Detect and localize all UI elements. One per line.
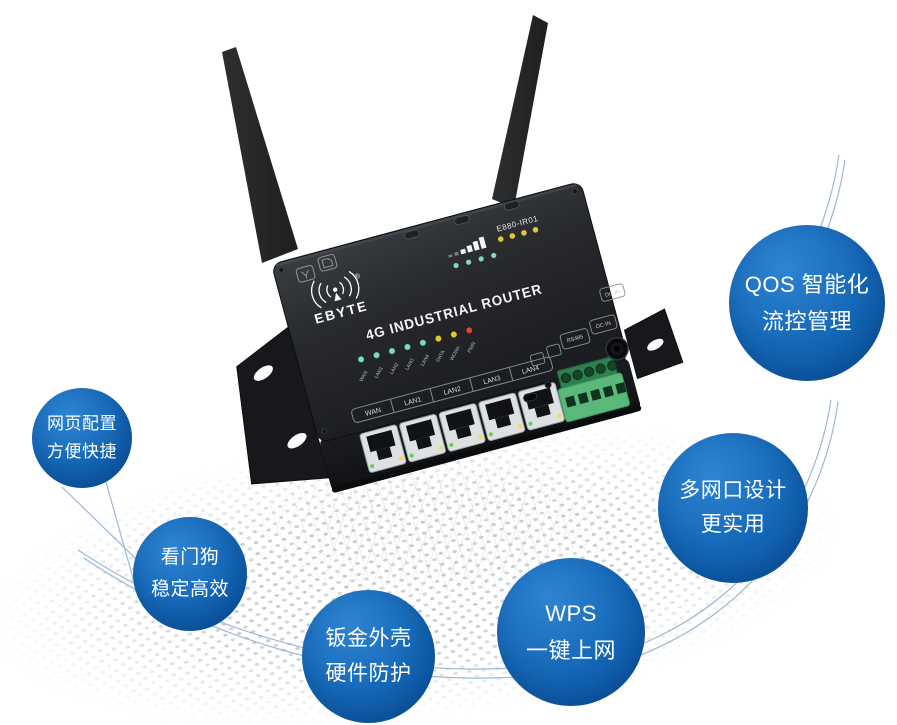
status-led	[466, 259, 472, 265]
rj45-port	[478, 392, 526, 441]
led-label: LAN1	[373, 366, 385, 380]
ethernet-ports	[359, 382, 565, 473]
status-led	[521, 230, 527, 236]
feature-bubble-web-config: 网页配置 方便快捷	[32, 388, 132, 488]
led-label: LAN3	[404, 357, 416, 371]
port-label: LAN1	[404, 396, 423, 407]
feature-line: 一键上网	[525, 637, 616, 663]
status-led	[465, 326, 473, 335]
feature-line: 更实用	[700, 513, 766, 537]
feature-line: 看门狗	[160, 547, 220, 569]
logo-dot	[332, 287, 338, 292]
vent-slot	[404, 229, 420, 240]
feature-line: 钣金外壳	[325, 627, 412, 651]
bracket-hole	[287, 432, 307, 449]
status-led	[509, 233, 516, 239]
rj45-port	[399, 414, 446, 463]
feature-bubble-watchdog: 看门狗 稳定高效	[133, 517, 247, 631]
screw	[572, 188, 578, 194]
status-led	[388, 347, 396, 355]
router-top-face	[273, 183, 627, 442]
io-labels: RS485 DC-IN DC-IN	[529, 283, 626, 367]
led-label: PWR	[467, 341, 478, 354]
feature-line: 流控管理	[761, 308, 852, 334]
status-led	[372, 351, 381, 359]
feature-line: 网页配置	[47, 414, 117, 434]
feature-line: 稳定高效	[150, 578, 229, 600]
sim-slot-icon	[546, 343, 562, 358]
status-led	[491, 252, 497, 259]
port-label-strip: WAN LAN1 LAN2 LAN3 LAN4	[351, 356, 553, 423]
feature-bubble-sheet-metal: 钣金外壳 硬件防护	[302, 590, 435, 723]
status-led	[450, 330, 458, 339]
status-led	[357, 355, 365, 364]
sim-slot-icon	[317, 253, 338, 272]
antenna-right	[492, 15, 548, 208]
logo-stem	[334, 292, 342, 302]
vent-slot	[454, 215, 470, 225]
feature-bubble-wps: WPS 一键上网	[497, 558, 645, 706]
screw	[278, 267, 284, 273]
feature-bubble-qos: QOS 智能化 流控管理	[729, 225, 885, 381]
status-led	[434, 334, 443, 343]
rj45-port	[359, 424, 407, 473]
top-edge-highlight	[275, 183, 578, 267]
status-led	[497, 236, 504, 242]
vent-slots	[404, 200, 520, 240]
bracket-hole	[253, 365, 273, 381]
port-label: LAN2	[443, 386, 462, 397]
feature-line: 方便快捷	[47, 442, 117, 462]
feature-line: 硬件防护	[325, 661, 412, 685]
io-label: DC-IN	[595, 321, 611, 331]
status-led	[453, 262, 459, 269]
signal-leds	[453, 226, 539, 269]
antenna-glyph	[301, 269, 309, 279]
led-label: LAN2	[389, 362, 401, 376]
feature-bubble-multi-port: 多网口设计 更实用	[658, 433, 808, 583]
status-led	[403, 343, 412, 351]
antenna-left	[222, 47, 298, 263]
feature-line: WPS	[545, 601, 597, 627]
connector-line	[105, 481, 139, 597]
led-label: LAN4	[420, 353, 432, 367]
port-label: LAN3	[483, 375, 502, 386]
port-label: WAN	[365, 407, 382, 418]
antenna-port-icon	[295, 265, 316, 283]
screw	[321, 428, 328, 434]
status-led	[532, 226, 539, 233]
feature-line: QOS 智能化	[744, 272, 870, 298]
led-label: WAN	[358, 370, 369, 383]
usb-slot	[523, 392, 538, 403]
registered-mark: ®	[354, 272, 362, 281]
rs485-label-box	[559, 328, 591, 350]
io-label: RS485	[566, 334, 584, 344]
sim-glyph	[321, 257, 334, 269]
status-led-row: WAN LAN1 LAN2 LAN3 LAN4 DATA WORK PWR	[357, 326, 478, 383]
router-bottom-edge	[331, 405, 642, 493]
wifi-waves-icon	[310, 270, 360, 309]
feature-line: 多网口设计	[679, 478, 787, 502]
bracket-hole	[647, 338, 664, 351]
reset-hole	[544, 381, 552, 389]
status-led	[419, 339, 427, 347]
signal-bars-icon	[448, 236, 487, 258]
rj45-port	[438, 403, 486, 452]
dcin-label-box	[599, 283, 626, 302]
dcin-label-box	[589, 314, 618, 335]
terminal-block	[556, 356, 630, 423]
led-label: DATA	[435, 349, 447, 363]
dc-jack	[605, 336, 629, 361]
router-body: ® EBYTE 4G INDUSTRIAL ROUTER E880-IR01	[236, 183, 684, 493]
io-label: DC-IN	[605, 289, 621, 299]
port-label: LAN4	[521, 365, 540, 376]
top-badges	[295, 253, 338, 283]
status-led	[478, 256, 484, 262]
sim-slot-icon	[529, 352, 546, 367]
vent-slot	[504, 200, 520, 211]
